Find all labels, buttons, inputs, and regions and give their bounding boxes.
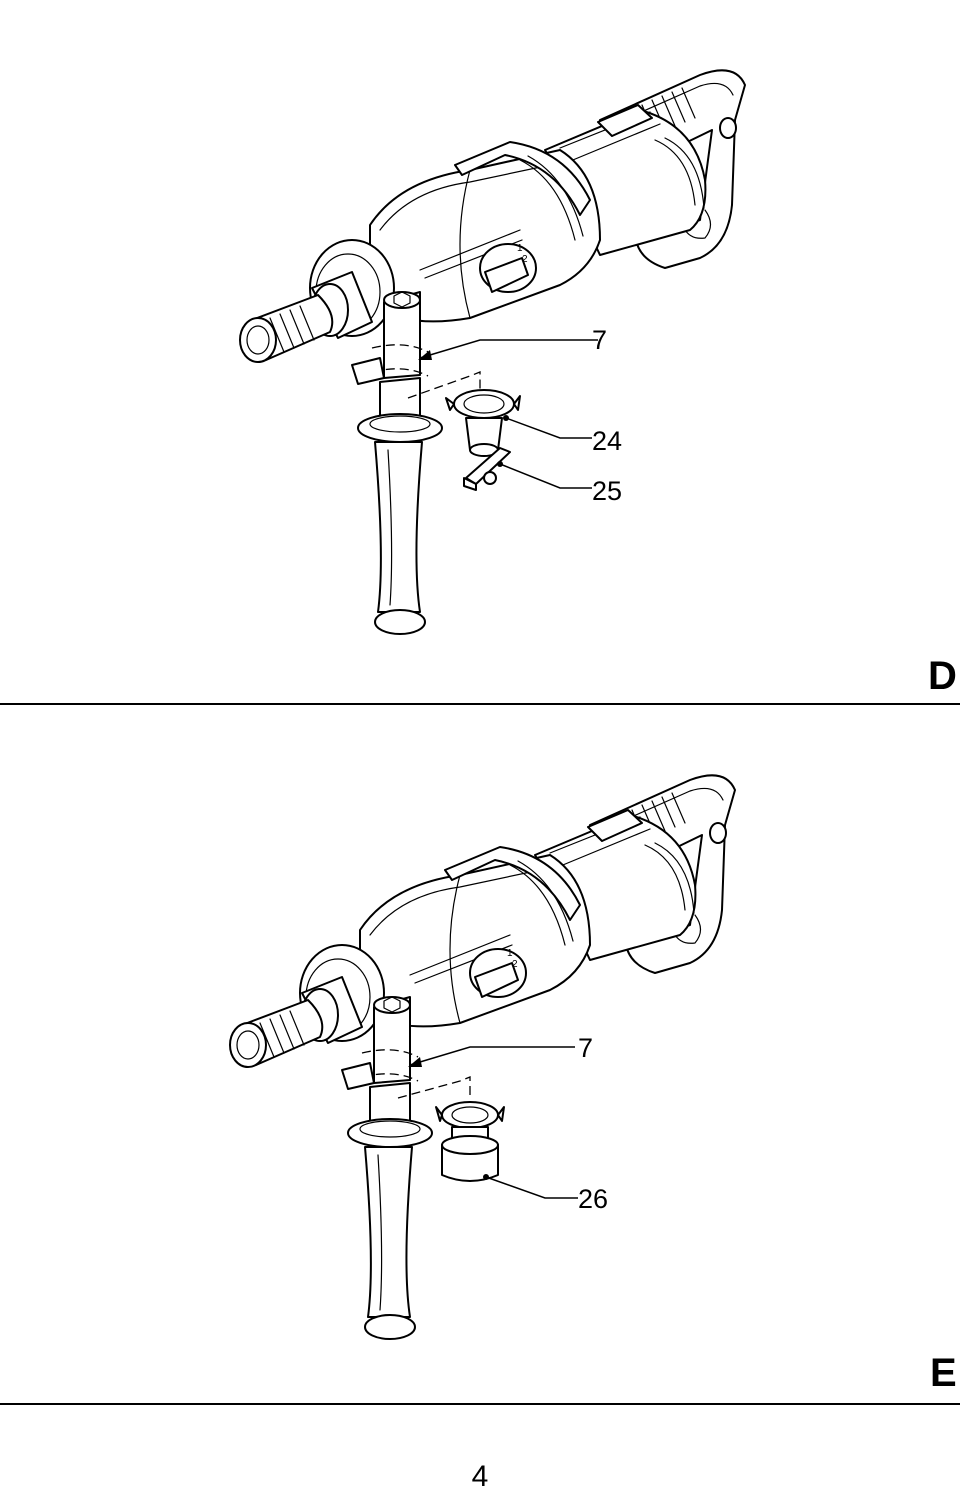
callout-24: 24 xyxy=(592,426,623,456)
drill-spindle xyxy=(239,294,334,363)
divider-d xyxy=(0,703,960,705)
side-handle xyxy=(351,291,443,635)
divider-e xyxy=(0,1403,960,1405)
gear-housing xyxy=(369,141,601,323)
callout-7: 7 xyxy=(592,325,608,355)
leader-lines xyxy=(408,1046,578,1199)
leader-lines xyxy=(418,339,598,489)
panel-label-e: E xyxy=(930,1351,957,1395)
dial-mark-2: 2 xyxy=(522,254,528,265)
page-number: 4 xyxy=(471,1460,489,1493)
figure-e: 1 2 xyxy=(0,705,960,1405)
spanner-wrench xyxy=(463,447,511,491)
dial-mark-1: 1 xyxy=(517,243,523,254)
callout-7: 7 xyxy=(578,1033,594,1063)
drill-illustration-d: 1 2 xyxy=(239,69,746,635)
dial-mark-2: 2 xyxy=(512,959,518,970)
callout-25: 25 xyxy=(592,476,623,506)
gear-housing xyxy=(359,846,591,1028)
adapter-sleeve xyxy=(397,1076,505,1182)
selector-dial: 1 2 xyxy=(469,948,527,998)
callout-26: 26 xyxy=(578,1184,609,1214)
drill-illustration-e: 1 2 xyxy=(229,774,736,1340)
water-coupling xyxy=(407,371,521,457)
drill-spindle xyxy=(229,999,324,1068)
figure-d: 1 2 xyxy=(0,0,960,705)
dial-mark-1: 1 xyxy=(507,948,513,959)
side-handle xyxy=(341,996,433,1340)
selector-dial: 1 2 xyxy=(479,243,537,293)
panel-label-d: D xyxy=(928,654,957,698)
